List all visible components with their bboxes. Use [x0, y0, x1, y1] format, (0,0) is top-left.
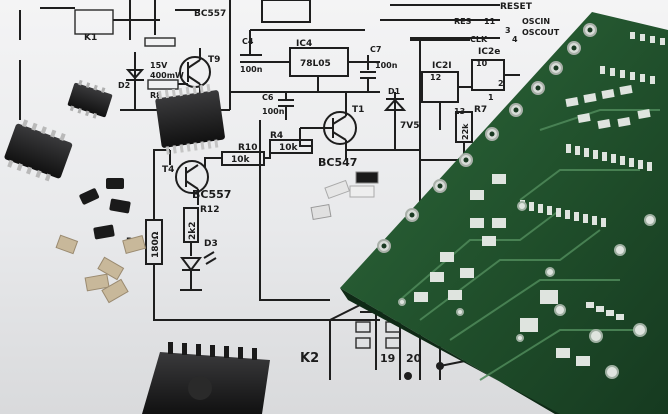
label-r10-val: 10k	[231, 155, 251, 165]
label-d2: D2	[118, 81, 130, 90]
label-oscin: OSCIN	[522, 17, 550, 26]
schematic: K1 BC557 T9 15V 400mW D2 R8 C4 100n IC4 …	[19, 0, 560, 380]
label-r7: R7	[474, 105, 487, 115]
wires-top-right	[380, 4, 500, 39]
label-pin-20: 20	[406, 352, 422, 365]
label-t4: T4	[162, 165, 174, 175]
label-r12-val: 2k2	[188, 221, 198, 240]
r2-wires	[153, 149, 380, 321]
t4-leads	[169, 150, 199, 205]
soic-chip-small	[67, 79, 113, 119]
label-k2: K2	[300, 351, 319, 366]
label-d1: D1	[388, 87, 401, 96]
label-c7: C7	[370, 45, 381, 54]
label-bc557-top: BC557	[194, 9, 226, 19]
label-r12: R12	[200, 205, 219, 215]
label-bc557: BC557	[192, 188, 231, 201]
soic-chip-left	[4, 119, 73, 182]
label-r10: R10	[238, 143, 257, 153]
label-11: 11	[484, 17, 496, 26]
smd-components	[4, 79, 379, 414]
label-10: 10	[476, 59, 488, 68]
label-d3: D3	[204, 239, 218, 249]
pcb-pad-rows	[520, 32, 665, 320]
label-reset: RESET	[500, 2, 533, 12]
label-ic4-part: 78L05	[300, 59, 331, 69]
tssop-chip-center	[155, 83, 225, 155]
d1-symbol	[383, 92, 407, 150]
r8-body	[147, 79, 179, 90]
wires-bus	[19, 39, 470, 301]
pcb-hole-centers	[381, 27, 593, 249]
label-res: RES	[454, 17, 472, 26]
t1-leads	[300, 92, 347, 160]
label-c4-val: 100n	[240, 65, 263, 74]
label-t1: T1	[352, 105, 364, 115]
soic-chip-bottom	[142, 342, 270, 414]
label-oscout: OSCOUT	[522, 28, 560, 37]
label-pin-19: 19	[380, 352, 395, 365]
resistor-top	[144, 37, 176, 47]
smd-resistors	[310, 171, 379, 221]
label-c6-val: 100n	[262, 107, 285, 116]
label-c6: C6	[262, 93, 274, 102]
label-d1-val: 7V5	[400, 121, 420, 131]
t9-leads	[187, 48, 201, 100]
label-3: 3	[505, 26, 511, 35]
pcb-board	[340, 12, 668, 414]
label-4: 4	[512, 35, 518, 44]
label-k1: K1	[84, 33, 97, 43]
label-c7-val: 100n	[375, 61, 398, 70]
label-r7-val: 22k	[461, 123, 470, 140]
pcb-pads	[414, 85, 651, 366]
label-r4-val: 10k	[279, 143, 299, 153]
k2-dot-a	[404, 372, 412, 380]
t4-symbol	[175, 160, 209, 194]
label-r2-val: 180Ω	[151, 231, 161, 258]
ic4-wires	[230, 61, 380, 93]
c7-symbol	[360, 55, 376, 92]
label-t9: T9	[208, 55, 220, 65]
label-2: 2	[498, 79, 504, 88]
label-ic4: IC4	[296, 39, 312, 49]
r4-r10-wires	[204, 128, 312, 168]
ceramic-capacitors	[55, 234, 147, 304]
k2-pin-d	[385, 337, 401, 349]
label-ic2i: IC2I	[432, 61, 452, 71]
k1-box	[74, 9, 114, 35]
sot23-parts	[79, 178, 131, 240]
c4-wires	[240, 29, 365, 63]
label-ic2e: IC2e	[478, 47, 500, 57]
label-r8: R8	[150, 91, 162, 100]
label-r4: R4	[270, 131, 283, 141]
label-clk: CLK	[470, 35, 488, 44]
top-regulator-box	[261, 0, 311, 23]
k2-pin-c	[355, 337, 371, 349]
d2-symbol	[125, 52, 145, 110]
ic2-wires	[420, 74, 520, 161]
wires-top-left	[40, 0, 200, 40]
label-bc547: BC547	[318, 156, 357, 169]
label-15v: 15V	[150, 61, 168, 70]
k2-pin-a	[355, 321, 371, 333]
label-c4: C4	[242, 37, 254, 46]
label-400mw: 400mW	[150, 71, 184, 80]
label-1: 1	[488, 93, 494, 102]
c6-symbol	[278, 92, 294, 120]
pcb-vias	[398, 201, 656, 379]
d3-symbol	[180, 242, 217, 291]
label-12: 12	[430, 73, 441, 82]
t9-symbol	[179, 56, 211, 88]
